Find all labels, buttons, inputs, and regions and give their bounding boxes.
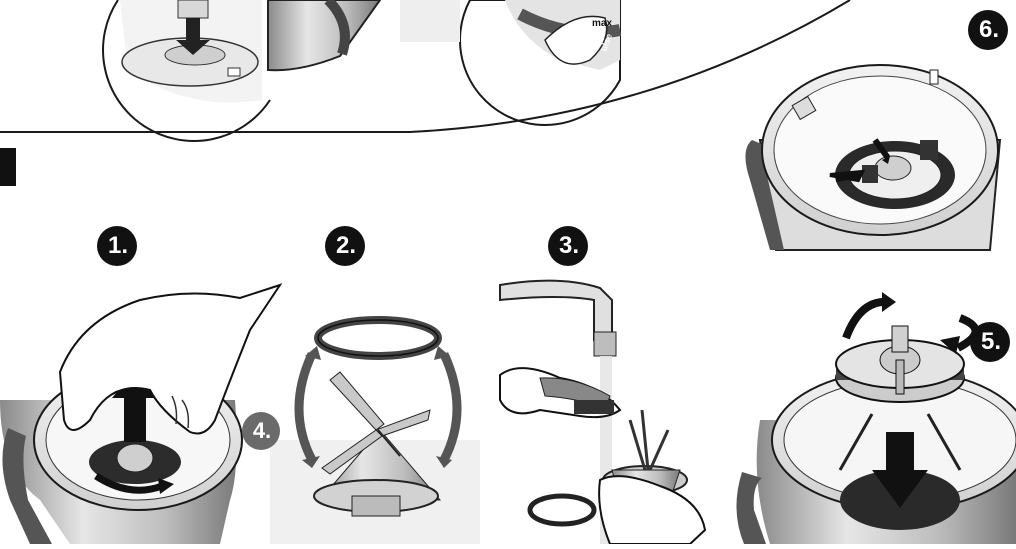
step6-bowl-illustration	[745, 64, 1002, 251]
step-4-label: 4.	[252, 418, 272, 443]
detail-circle-right: max ulse	[459, 0, 622, 126]
section-divider	[0, 0, 851, 133]
step-2-label: 2.	[335, 232, 356, 259]
step5-illustration	[736, 292, 1016, 544]
detail-jug-handle	[267, 0, 382, 72]
step-5-label: 5.	[980, 328, 1001, 355]
step-1-badge: 1.	[97, 226, 137, 266]
step1-illustration	[0, 283, 283, 544]
step2-illustration	[270, 316, 480, 544]
splash-shading	[400, 0, 460, 42]
step3-illustration	[499, 279, 707, 545]
step-3-label: 3.	[558, 232, 579, 259]
section-marker	[0, 148, 16, 186]
detail-circle-left	[102, 0, 271, 142]
step-2-badge: 2.	[325, 226, 365, 266]
step-4-badge: 4.	[242, 412, 280, 450]
step-1-label: 1.	[107, 232, 128, 259]
step-5-badge: 5.	[970, 322, 1010, 362]
dial-max-label: max	[592, 18, 612, 29]
step-6-label: 6.	[978, 16, 999, 43]
step-6-badge: 6.	[968, 10, 1008, 50]
step-3-badge: 3.	[548, 226, 588, 266]
